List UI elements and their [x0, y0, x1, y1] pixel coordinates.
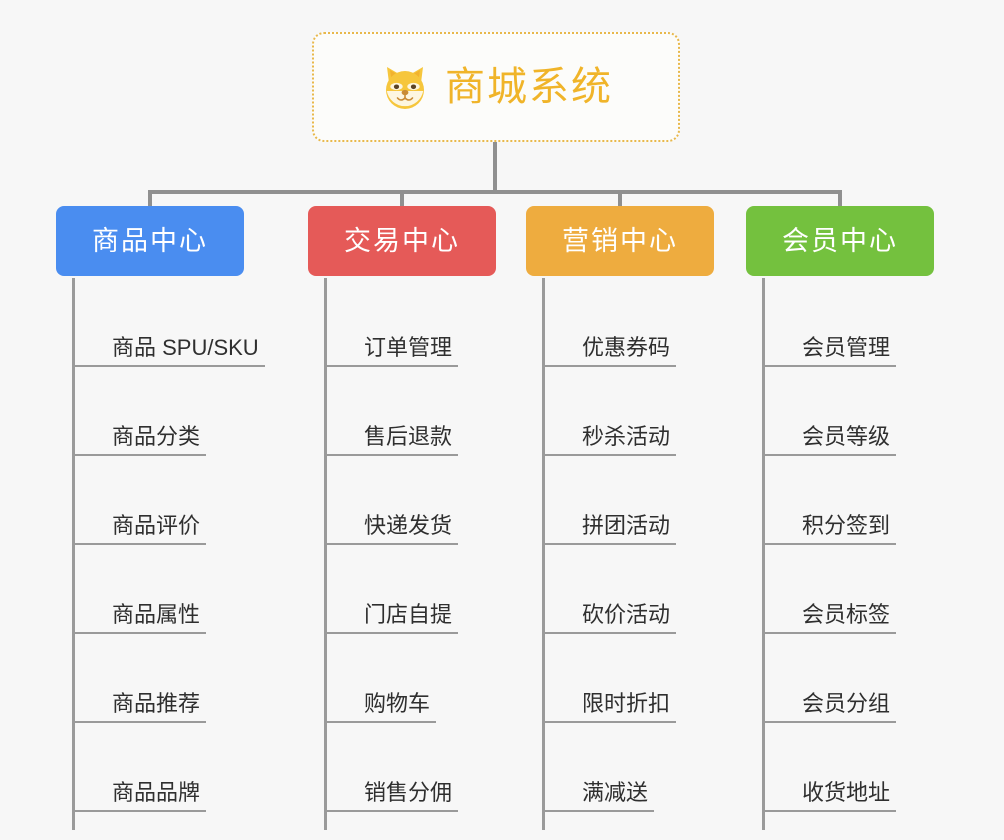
leaf-underline: [542, 632, 677, 634]
leaf-underline: [542, 810, 655, 812]
connector-horizontal-bus: [148, 190, 842, 194]
leaf-label: 会员标签: [802, 602, 891, 627]
category-label-1: 商品中心: [92, 225, 208, 256]
list-item[interactable]: 限时折扣: [542, 634, 752, 723]
leaf-underline: [762, 721, 897, 723]
leaf-label: 门店自提: [364, 602, 453, 627]
list-item[interactable]: 积分签到: [762, 456, 972, 545]
list-item[interactable]: 商品属性: [72, 545, 282, 634]
leaf-underline: [72, 454, 207, 456]
list-item[interactable]: 售后退款: [324, 367, 534, 456]
category-box-2[interactable]: 交易中心: [308, 206, 496, 276]
leaf-column-2: 订单管理 售后退款 快递发货 门店自提 购物车: [324, 278, 534, 830]
column-spine-3: [542, 278, 545, 830]
leaf-label: 商品评价: [112, 513, 201, 538]
list-item[interactable]: 快递发货: [324, 456, 534, 545]
column-spine-4: [762, 278, 765, 830]
leaf-underline: [324, 543, 459, 545]
category-box-3[interactable]: 营销中心: [526, 206, 714, 276]
leaf-label: 商品推荐: [112, 691, 201, 716]
list-item[interactable]: 商品品牌: [72, 723, 282, 812]
list-item[interactable]: 优惠券码: [542, 278, 752, 367]
leaf-label: 满减送: [582, 780, 649, 805]
connector-drop-3: [618, 190, 622, 206]
leaf-label: 限时折扣: [582, 691, 671, 716]
leaf-underline: [542, 721, 677, 723]
list-item[interactable]: 砍价活动: [542, 545, 752, 634]
leaf-label: 会员管理: [802, 335, 891, 360]
leaf-label: 收货地址: [802, 780, 891, 805]
list-item[interactable]: 销售分佣: [324, 723, 534, 812]
leaf-underline: [72, 632, 207, 634]
leaf-underline: [324, 810, 459, 812]
list-item[interactable]: 会员管理: [762, 278, 972, 367]
category-label-2: 交易中心: [344, 225, 460, 256]
leaf-label: 商品品牌: [112, 780, 201, 805]
shiba-dog-face-icon: [379, 61, 431, 113]
leaf-underline: [762, 632, 897, 634]
leaf-label: 销售分佣: [364, 780, 453, 805]
root-node[interactable]: 商城系统: [312, 32, 680, 142]
list-item[interactable]: 收货地址: [762, 723, 972, 812]
leaf-label: 商品属性: [112, 602, 201, 627]
leaf-underline: [324, 365, 459, 367]
leaf-label: 商品 SPU/SKU: [112, 335, 259, 360]
leaf-underline: [762, 365, 897, 367]
leaf-label: 快递发货: [364, 513, 453, 538]
column-spine-1: [72, 278, 75, 830]
leaf-underline: [542, 365, 677, 367]
column-spine-2: [324, 278, 327, 830]
connector-root-stem: [493, 142, 497, 194]
leaf-underline: [72, 543, 207, 545]
list-item[interactable]: 购物车: [324, 634, 534, 723]
list-item[interactable]: 会员标签: [762, 545, 972, 634]
list-item[interactable]: 拼团活动: [542, 456, 752, 545]
leaf-label: 订单管理: [364, 335, 453, 360]
category-box-4[interactable]: 会员中心: [746, 206, 934, 276]
leaf-underline: [762, 810, 897, 812]
leaf-label: 砍价活动: [582, 602, 671, 627]
list-item[interactable]: 商品推荐: [72, 634, 282, 723]
category-label-3: 营销中心: [562, 225, 678, 256]
list-item[interactable]: 商品分类: [72, 367, 282, 456]
leaf-label: 商品分类: [112, 424, 201, 449]
leaf-column-4: 会员管理 会员等级 积分签到 会员标签 会员分组: [762, 278, 972, 830]
list-item[interactable]: 满减送: [542, 723, 752, 812]
connector-drop-1: [148, 190, 152, 206]
leaf-label: 拼团活动: [582, 513, 671, 538]
category-label-4: 会员中心: [782, 225, 898, 256]
root-title: 商城系统: [445, 65, 613, 109]
list-item[interactable]: 订单管理: [324, 278, 534, 367]
leaf-underline: [762, 454, 897, 456]
leaf-label: 秒杀活动: [582, 424, 671, 449]
list-item[interactable]: 秒杀活动: [542, 367, 752, 456]
category-box-1[interactable]: 商品中心: [56, 206, 244, 276]
leaf-underline: [324, 721, 437, 723]
leaf-label: 优惠券码: [582, 335, 671, 360]
list-item[interactable]: 商品 SPU/SKU: [72, 278, 282, 367]
list-item[interactable]: 门店自提: [324, 545, 534, 634]
leaf-underline: [324, 454, 459, 456]
list-item[interactable]: 会员分组: [762, 634, 972, 723]
connector-drop-4: [838, 190, 842, 206]
leaf-underline: [72, 810, 207, 812]
leaf-underline: [542, 543, 677, 545]
connector-drop-2: [400, 190, 404, 206]
leaf-label: 积分签到: [802, 513, 891, 538]
leaf-label: 售后退款: [364, 424, 453, 449]
leaf-column-3: 优惠券码 秒杀活动 拼团活动 砍价活动 限时折扣: [542, 278, 752, 830]
leaf-underline: [542, 454, 677, 456]
leaf-underline: [72, 365, 265, 367]
list-item[interactable]: 商品评价: [72, 456, 282, 545]
leaf-underline: [762, 543, 897, 545]
leaf-label: 购物车: [364, 691, 431, 716]
leaf-underline: [72, 721, 207, 723]
leaf-label: 会员分组: [802, 691, 891, 716]
leaf-column-1: 商品 SPU/SKU 商品分类 商品评价 商品属性 商品推荐: [72, 278, 282, 830]
leaf-underline: [324, 632, 459, 634]
leaf-label: 会员等级: [802, 424, 891, 449]
list-item[interactable]: 会员等级: [762, 367, 972, 456]
